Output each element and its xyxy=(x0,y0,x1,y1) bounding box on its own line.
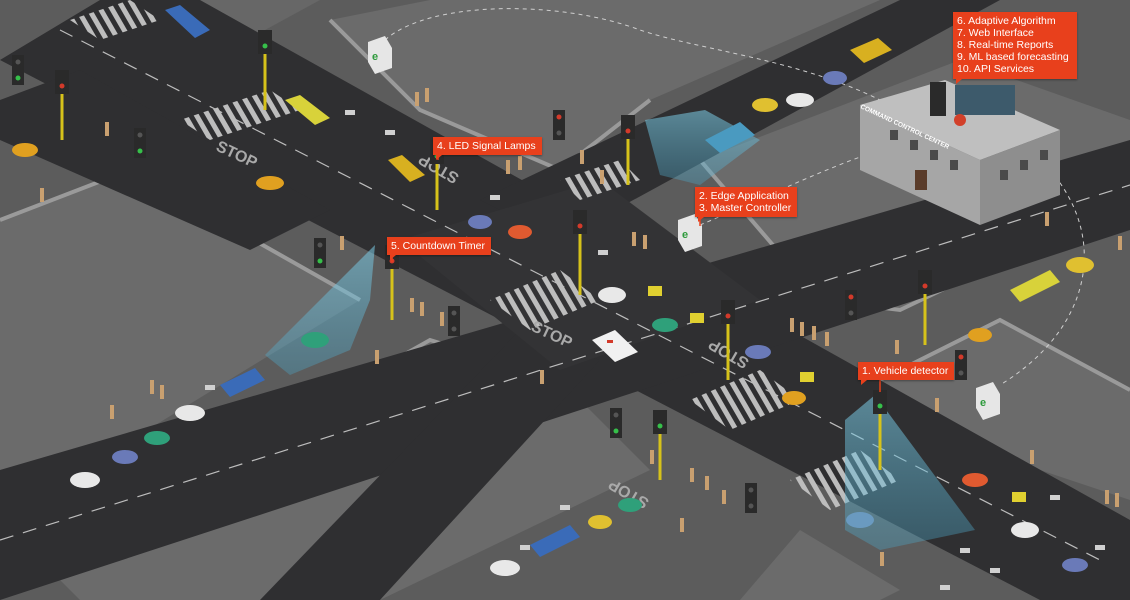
vehicle-bus xyxy=(165,5,210,38)
vehicle-ambulance xyxy=(592,330,638,362)
zebra-crossing xyxy=(180,90,300,140)
vehicle-autorickshaw xyxy=(690,313,704,323)
signal-pole xyxy=(621,115,635,185)
callout-text: 9. ML based forecasting xyxy=(957,51,1069,63)
zebra-crossing xyxy=(490,270,600,330)
network-link xyxy=(699,149,881,226)
signal-head xyxy=(553,110,565,140)
edge-controller-box: e xyxy=(368,36,392,74)
vehicle-car xyxy=(12,143,38,157)
vehicle-car xyxy=(752,98,778,112)
vehicle-bus xyxy=(530,525,580,557)
block-top-middle xyxy=(330,0,880,170)
vehicle-car xyxy=(1062,558,1088,572)
vehicle-bus xyxy=(1010,270,1060,302)
vehicle-car xyxy=(846,512,874,528)
vehicle-car xyxy=(70,472,100,488)
vehicle-car xyxy=(256,176,284,190)
callout-text: 6. Adaptive Algorithm xyxy=(957,15,1056,27)
signal-head xyxy=(448,306,460,336)
zebra-crossing xyxy=(70,0,160,40)
vehicle-car xyxy=(618,498,642,512)
vehicle-bus xyxy=(220,368,265,397)
vehicle-car xyxy=(786,93,814,107)
signal-head xyxy=(314,238,326,268)
callout-text: 8. Real-time Reports xyxy=(957,39,1054,51)
vehicle-car xyxy=(301,332,329,348)
signal-head xyxy=(955,350,967,380)
signal-pole xyxy=(918,270,932,345)
pedestrian-group xyxy=(40,88,1122,566)
road-left-branch xyxy=(0,70,330,250)
vehicle-car xyxy=(823,71,847,85)
callout-text: 4. LED Signal Lamps xyxy=(437,140,536,152)
vehicle-car xyxy=(588,515,612,529)
motorbike-group xyxy=(205,110,1105,590)
signal-pole xyxy=(653,410,667,480)
vehicle-car xyxy=(112,450,138,464)
callout-edge-master: 2. Edge Application 3. Master Controller xyxy=(695,187,798,222)
vehicle-car xyxy=(1066,257,1094,273)
callout-text: 1. Vehicle detector xyxy=(862,365,949,377)
edge-controller-box: e xyxy=(678,214,702,252)
lane-line xyxy=(0,184,1130,541)
vehicle-autorickshaw xyxy=(648,286,662,296)
road-diagonal-bottom xyxy=(260,330,600,600)
callout-text: 2. Edge Application xyxy=(699,190,789,202)
zebra-crossing xyxy=(690,370,800,430)
svg-text:e: e xyxy=(980,397,986,409)
signal-pole xyxy=(873,390,887,470)
signal-head xyxy=(845,290,857,320)
vehicle-truck xyxy=(850,38,892,63)
network-link xyxy=(384,8,881,101)
callout-vehicle-detector: 1. Vehicle detector xyxy=(858,362,955,385)
vehicle-car xyxy=(144,431,170,445)
vehicle-car xyxy=(490,560,520,576)
signal-head xyxy=(12,55,24,85)
vehicle-autorickshaw xyxy=(800,372,814,382)
callout-software-stack: 6. Adaptive Algorithm 7. Web Interface 8… xyxy=(953,12,1077,84)
vehicle-car xyxy=(968,328,992,342)
vehicle-car xyxy=(598,287,626,303)
signal-pole xyxy=(258,30,272,110)
vehicle-car xyxy=(508,225,532,239)
block-left xyxy=(0,170,360,520)
callout-text: 10. API Services xyxy=(957,63,1035,75)
network-link xyxy=(999,169,1085,386)
vehicle-autorickshaw xyxy=(1012,492,1026,502)
vehicle-bus xyxy=(285,95,330,125)
command-control-center-building: COMMAND CONTROL CENTER xyxy=(859,80,1060,225)
detector-beam xyxy=(845,395,975,550)
signal-head xyxy=(745,483,757,513)
signal-head xyxy=(134,128,146,158)
vehicle-car xyxy=(652,318,678,332)
vehicle-bus xyxy=(705,122,755,153)
signal-pole xyxy=(721,300,735,380)
vehicle-truck xyxy=(388,155,425,182)
vehicle-car xyxy=(468,215,492,229)
signal-pole xyxy=(55,70,69,140)
vehicle-car xyxy=(782,391,806,405)
vehicle-car xyxy=(175,405,205,421)
vehicle-car xyxy=(745,345,771,359)
signal-head xyxy=(610,408,622,438)
signal-pole xyxy=(573,210,587,295)
edge-controller-box: e xyxy=(976,382,1000,420)
callout-text: 7. Web Interface xyxy=(957,27,1034,39)
svg-text:e: e xyxy=(682,229,688,241)
callout-text: 3. Master Controller xyxy=(699,202,792,214)
vehicle-car xyxy=(1011,522,1039,538)
svg-text:e: e xyxy=(372,51,378,63)
sidewalk-edge xyxy=(879,317,1130,392)
callout-led-signal-lamps: 4. LED Signal Lamps xyxy=(433,137,542,160)
block-bottom-right xyxy=(740,530,900,600)
callout-countdown-timer: 5. Countdown Timer xyxy=(387,237,491,260)
vehicle-car xyxy=(962,473,988,487)
detector-beam xyxy=(265,245,375,375)
callout-text: 5. Countdown Timer xyxy=(391,240,485,252)
